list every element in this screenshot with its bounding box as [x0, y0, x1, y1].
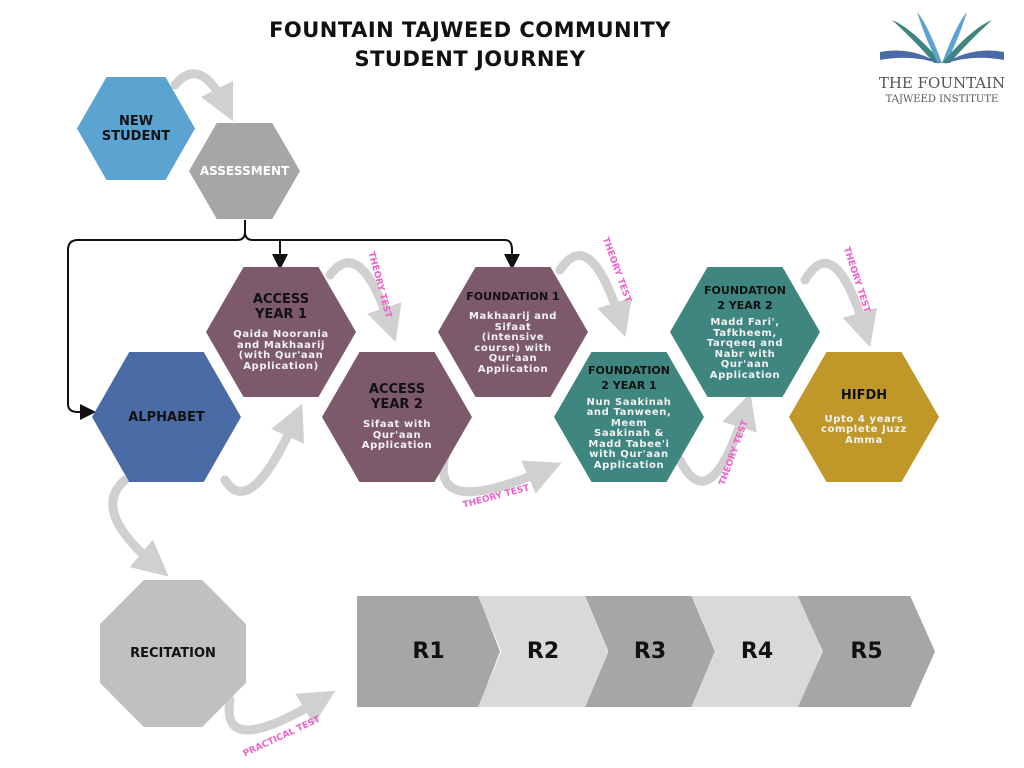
- node-title: FOUNDATION 2 YEAR 1: [588, 363, 670, 392]
- node-title: ALPHABET: [128, 409, 205, 425]
- node-new-student: NEW STUDENT: [77, 77, 195, 180]
- fountain-logo-icon: [880, 12, 1004, 64]
- level-label: R3: [633, 639, 667, 664]
- node-description: Upto 4 years complete Juzz Amma: [821, 413, 907, 446]
- node-title: FOUNDATION 2 YEAR 2: [704, 284, 786, 312]
- level-label: R1: [412, 639, 445, 664]
- level-label: R2: [526, 639, 560, 664]
- node-title: HIFDH: [840, 387, 888, 403]
- node-title: NEW STUDENT: [101, 113, 171, 144]
- logo: THE FOUNTAIN TAJWEED INSTITUTE: [872, 8, 1012, 108]
- node-description: Sifaat with Qur'aan Application: [361, 419, 433, 452]
- node-description: Makhaarij and Sifaat (intensive course) …: [468, 311, 558, 375]
- node-recitation: RECITATION: [100, 580, 246, 727]
- node-title: FOUNDATION 1: [466, 290, 560, 303]
- title-line-2: STUDENT JOURNEY: [354, 47, 586, 71]
- level-label: R5: [850, 639, 883, 664]
- node-title: ASSESSMENT: [199, 164, 290, 178]
- logo-line-1: THE FOUNTAIN: [878, 74, 1006, 92]
- node-title: ACCESS YEAR 1: [252, 292, 310, 322]
- node-description: Qaida Noorania and Makhaarij (with Qur'a…: [233, 329, 329, 372]
- node-title: ACCESS YEAR 2: [368, 382, 426, 413]
- node-description: Madd Fari', Tafkheem, Tarqeeq and Nabr w…: [706, 317, 784, 381]
- level-label: R4: [740, 639, 774, 664]
- node-assessment: ASSESSMENT: [189, 123, 300, 219]
- level-r1: R1: [357, 596, 500, 707]
- node-description: Nun Saakinah and Tanween, Meem Saakinah …: [586, 396, 672, 471]
- logo-line-2: TAJWEED INSTITUTE: [885, 94, 999, 105]
- title-line-1: FOUNTAIN TAJWEED COMMUNITY: [269, 18, 671, 42]
- node-title: RECITATION: [130, 646, 216, 661]
